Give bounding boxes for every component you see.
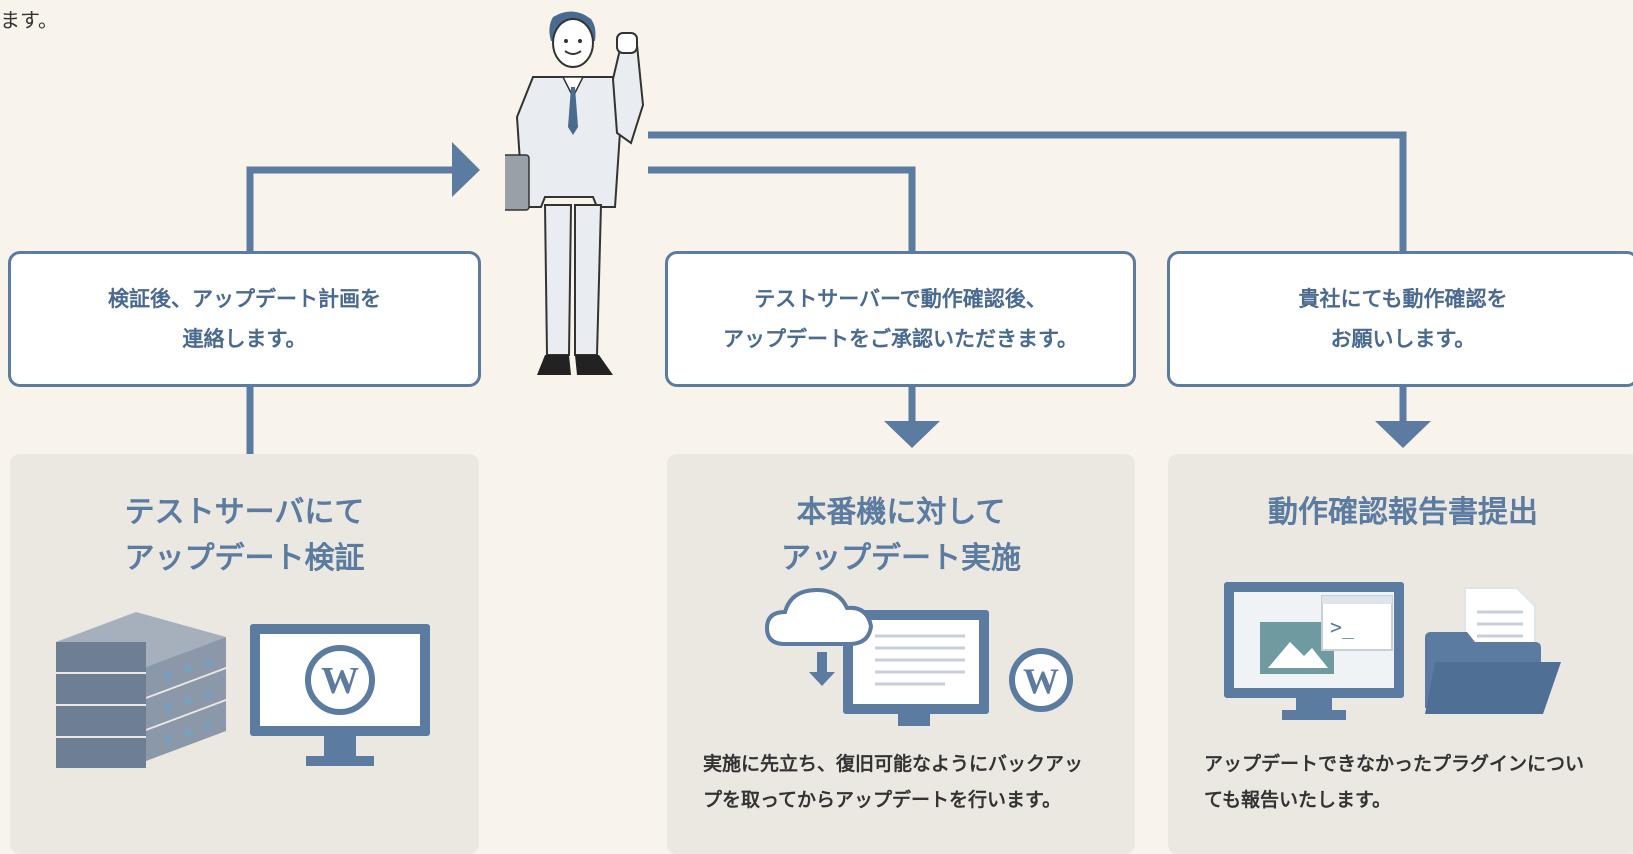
- step-2-title-line-1: 本番機に対して: [796, 495, 1006, 530]
- notice-2-line-2: アップデートをご承認いただきます。: [723, 327, 1078, 351]
- notice-box-3: 貴社にても動作確認を お願いします。: [1167, 251, 1633, 387]
- connector-notice1-to-person: [246, 166, 455, 253]
- step-2-title-line-2: アップデート実施: [781, 541, 1021, 576]
- step-3-description: アップデートできなかったプラグインについ ても報告いたします。: [1204, 746, 1618, 818]
- svg-text:>_: >_: [1330, 615, 1355, 639]
- step-card-3: 動作確認報告書提出 >_ アップデートできなかったプラグインについ ても報告いた…: [1168, 454, 1633, 854]
- step-3-title-line-1: 動作確認報告書提出: [1268, 495, 1538, 530]
- svg-text:W: W: [1023, 661, 1059, 701]
- notice-3-line-2: お願いします。: [1330, 327, 1476, 351]
- connector-person-to-notice3: [648, 131, 1407, 253]
- monitor-terminal-icon: >_: [1224, 582, 1404, 720]
- step-2-title: 本番機に対して アップデート実施: [667, 490, 1135, 582]
- step-2-desc-line-1: 実施に先立ち、復旧可能なようにバックアッ: [703, 753, 1084, 775]
- step-3-desc-line-1: アップデートできなかったプラグインについ: [1204, 753, 1585, 775]
- svg-text:W: W: [321, 660, 359, 702]
- notice-box-2: テストサーバーで動作確認後、 アップデートをご承認いただきます。: [665, 251, 1136, 387]
- step-2-description: 実施に先立ち、復旧可能なようにバックアッ プを取ってからアップデートを行います。: [703, 746, 1115, 818]
- notice-box-1: 検証後、アップデート計画を 連絡します。: [8, 251, 481, 387]
- intro-text: ます。: [0, 8, 58, 32]
- wordpress-monitor-icon: W: [250, 624, 430, 766]
- step-1-title: テストサーバにて アップデート検証: [10, 490, 479, 582]
- businessman-icon: [505, 11, 645, 375]
- notice-2-line-1: テストサーバーで動作確認後、: [754, 287, 1047, 311]
- step-3-desc-line-2: ても報告いたします。: [1204, 789, 1392, 811]
- wordpress-logo-icon: W: [1009, 648, 1073, 712]
- folder-document-icon: [1425, 587, 1561, 714]
- notice-1-line-2: 連絡します。: [182, 327, 307, 351]
- cloud-download-icon: [765, 587, 989, 726]
- step-3-title: 動作確認報告書提出: [1168, 490, 1633, 536]
- notice-1-line-1: 検証後、アップデート計画を: [108, 287, 381, 311]
- step-card-1: テストサーバにて アップデート検証 W: [10, 454, 479, 854]
- notice-3-line-1: 貴社にても動作確認を: [1298, 287, 1508, 311]
- arrowhead-to-step2: [884, 421, 940, 448]
- arrowhead-to-step3: [1375, 421, 1431, 448]
- step-1-title-line-2: アップデート検証: [124, 541, 365, 576]
- connector-person-to-notice2: [648, 166, 916, 253]
- arrowhead-to-person: [452, 142, 480, 197]
- step-card-2: 本番機に対して アップデート実施 W 実施に先立ち、復旧可能なようにバックアッ …: [667, 454, 1135, 854]
- step-2-desc-line-2: プを取ってからアップデートを行います。: [703, 789, 1062, 811]
- server-rack-icon: [56, 612, 226, 768]
- step-1-title-line-1: テストサーバにて: [124, 495, 365, 530]
